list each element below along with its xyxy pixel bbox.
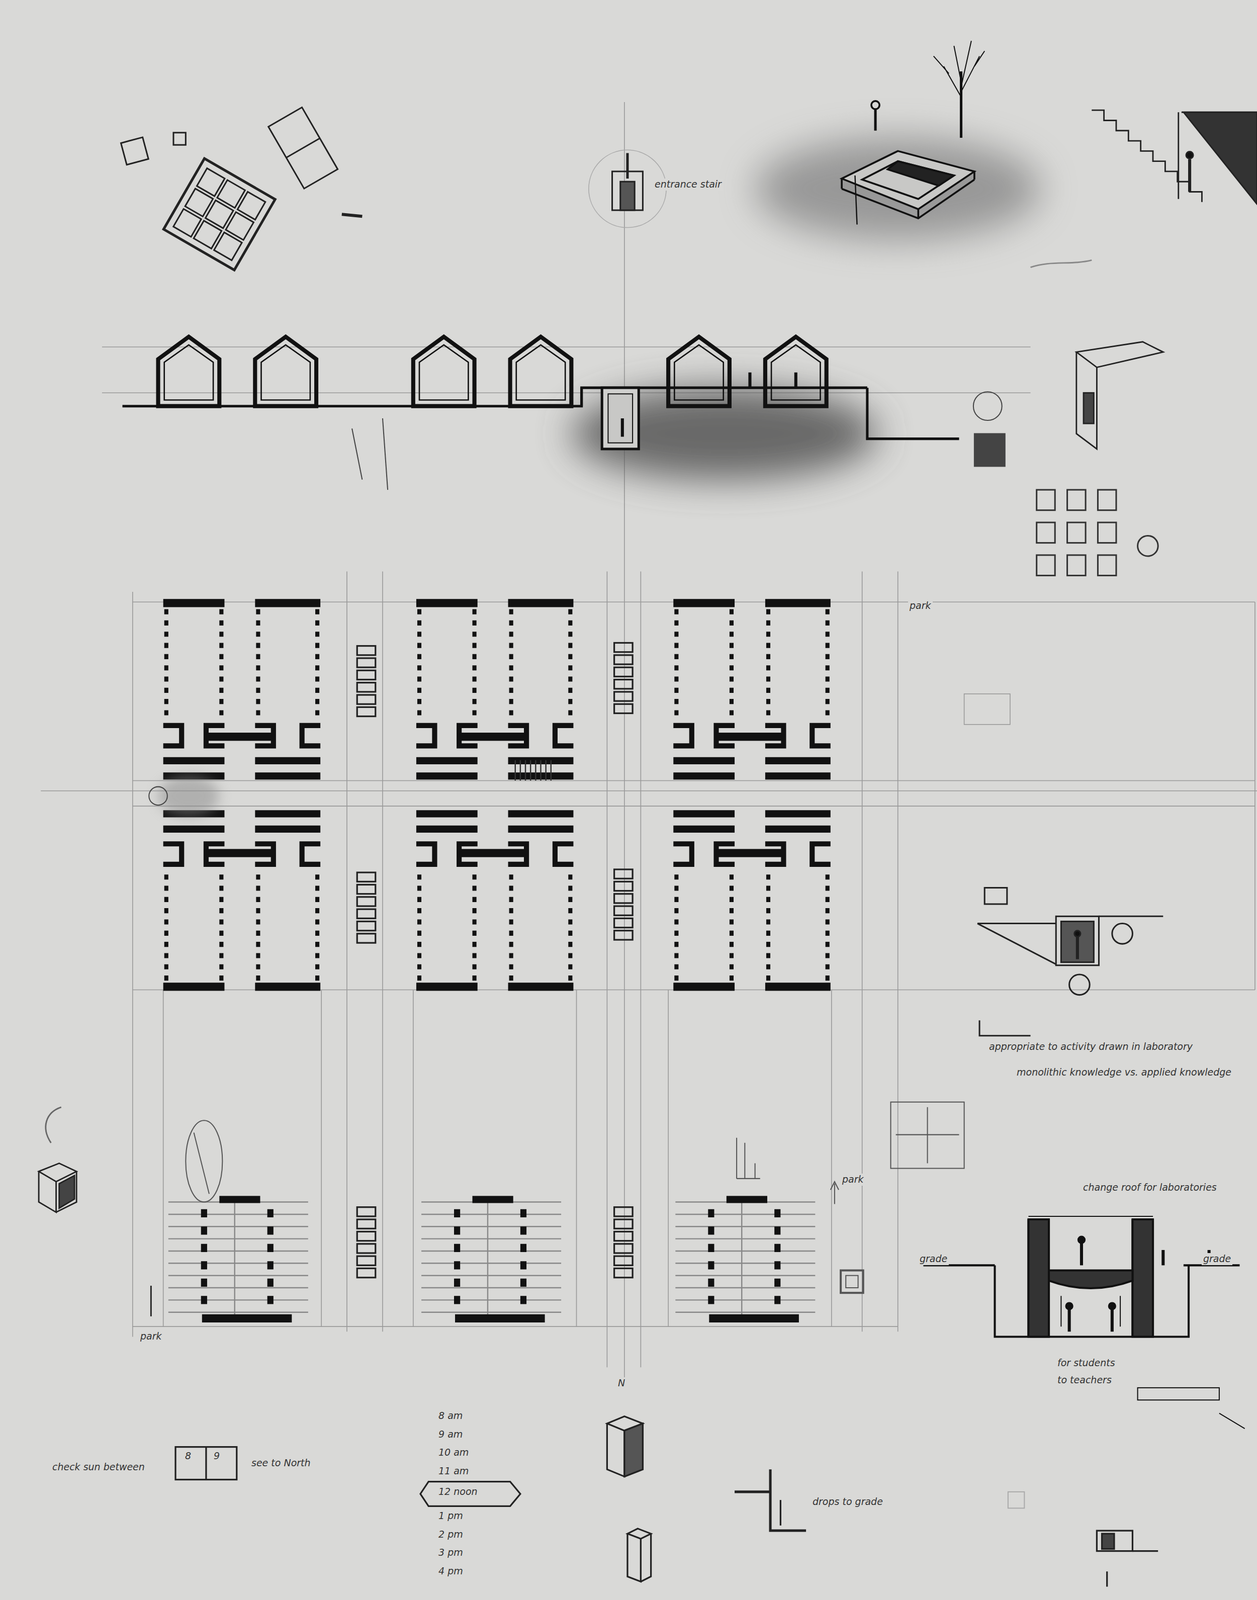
- handwritten-note: 9 am: [436, 1428, 465, 1441]
- handwritten-note: appropriate to activity drawn in laborat…: [987, 1040, 1215, 1053]
- handwritten-note: to teachers: [1055, 1374, 1114, 1387]
- handwritten-note: grade: [1201, 1252, 1233, 1266]
- handwritten-note: 12 noon: [436, 1485, 480, 1498]
- handwritten-note: N: [616, 1377, 627, 1390]
- handwritten-note: drops to grade: [811, 1495, 885, 1508]
- handwritten-note: change roof for laboratories: [1081, 1181, 1248, 1194]
- handwritten-note: 1 pm: [436, 1509, 465, 1522]
- handwritten-note: 11 am: [436, 1465, 471, 1478]
- handwritten-note: grade: [918, 1252, 949, 1266]
- handwritten-note: see to North: [249, 1457, 313, 1470]
- handwritten-note: park: [908, 599, 933, 612]
- handwritten-note: entrance stair: [653, 178, 724, 191]
- handwritten-note: check sun between: [50, 1461, 147, 1474]
- handwritten-note: 3 pm: [436, 1546, 465, 1559]
- handwritten-note: park: [840, 1173, 866, 1186]
- handwritten-note: 2 pm: [436, 1528, 465, 1541]
- handwritten-note: 4 pm: [436, 1565, 465, 1578]
- handwritten-note: park: [138, 1330, 164, 1343]
- handwritten-note: 8: [183, 1450, 193, 1463]
- handwritten-note: for students: [1055, 1357, 1117, 1370]
- handwritten-note: monolithic knowledge vs. applied knowled…: [1015, 1066, 1248, 1079]
- handwritten-note: 8 am: [436, 1409, 465, 1422]
- handwritten-note: 10 am: [436, 1446, 471, 1459]
- handwritten-note: 9: [212, 1450, 222, 1463]
